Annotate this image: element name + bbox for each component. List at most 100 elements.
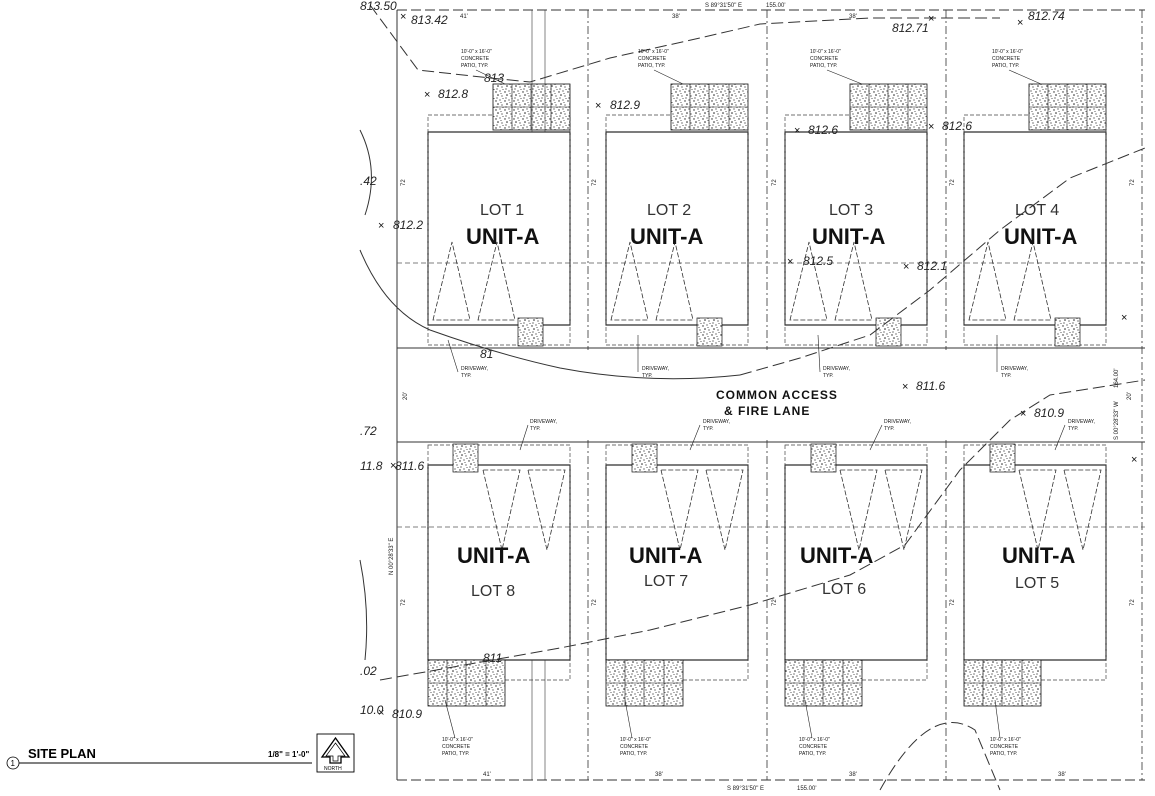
driveway-callout: DRIVEWAY,TYP. — [823, 366, 850, 379]
lot-depth: 72 — [772, 599, 778, 606]
contour-lines — [369, 4, 1146, 791]
svg-text:DRIVEWAY,: DRIVEWAY, — [703, 419, 730, 425]
svg-text:CONCRETE: CONCRETE — [461, 56, 490, 62]
elevation-label: 813 — [484, 71, 504, 85]
lot-width: 41' — [460, 14, 468, 20]
svg-text:PATIO, TYP.: PATIO, TYP. — [810, 63, 837, 69]
svg-text:10'-0" x 16'-0": 10'-0" x 16'-0" — [461, 49, 492, 55]
lot-depth: 72 — [950, 179, 956, 186]
setback-lines — [397, 262, 1145, 528]
bottom-length: 155.00' — [797, 786, 817, 792]
elevation-label: 813.42 — [411, 13, 448, 27]
svg-text:×: × — [1121, 312, 1127, 324]
svg-text:TYP.: TYP. — [530, 426, 540, 432]
elevation-label: 812.1 — [917, 259, 947, 273]
elevation-label: 811 — [483, 651, 502, 665]
unit-label: UNIT-A — [629, 543, 702, 568]
svg-text:10'-0" x 16'-0": 10'-0" x 16'-0" — [620, 737, 651, 743]
elevation-label: 812.71 — [892, 21, 929, 35]
lot-depth: 72 — [592, 179, 598, 186]
svg-text:PATIO, TYP.: PATIO, TYP. — [461, 63, 488, 69]
driveway-callout: DRIVEWAY,TYP. — [884, 419, 911, 432]
lot-depth: 72 — [401, 599, 407, 606]
lot-label: LOT 7 — [644, 573, 688, 590]
access-lane-lines — [397, 347, 1145, 443]
lot-label: LOT 8 — [471, 583, 515, 600]
svg-text:×: × — [1131, 454, 1137, 466]
svg-text:TYP.: TYP. — [884, 426, 894, 432]
svg-text:PATIO, TYP.: PATIO, TYP. — [799, 751, 826, 757]
svg-text:TYP.: TYP. — [642, 373, 652, 379]
svg-text:TYP.: TYP. — [1001, 373, 1011, 379]
svg-text:CONCRETE: CONCRETE — [442, 744, 471, 750]
svg-text:×: × — [794, 125, 800, 137]
lot-depth: 72 — [950, 599, 956, 606]
patio-callout: 10'-0" x 16'-0" CONCRETE PATIO, TYP. — [442, 737, 473, 757]
lot-label: LOT 1 — [480, 202, 524, 219]
svg-text:DRIVEWAY,: DRIVEWAY, — [884, 419, 911, 425]
svg-text:PATIO, TYP.: PATIO, TYP. — [620, 751, 647, 757]
svg-text:CONCRETE: CONCRETE — [810, 56, 839, 62]
elevation-label: .02 — [360, 664, 377, 678]
elevation-label: 812.5 — [803, 254, 833, 268]
patio-callout: 10'-0" x 16'-0" CONCRETE PATIO, TYP. — [620, 737, 651, 757]
svg-text:PATIO, TYP.: PATIO, TYP. — [990, 751, 1017, 757]
svg-text:PATIO, TYP.: PATIO, TYP. — [992, 63, 1019, 69]
svg-text:CONCRETE: CONCRETE — [990, 744, 1019, 750]
driveway-callout: DRIVEWAY,TYP. — [703, 419, 730, 432]
utility-pads — [452, 317, 1081, 473]
elevation-label: 811.6 — [395, 459, 424, 473]
unit-label: UNIT-A — [466, 224, 539, 249]
svg-text:CONCRETE: CONCRETE — [799, 744, 828, 750]
svg-text:×: × — [787, 256, 793, 268]
north-label: NORTH — [324, 766, 342, 772]
driveway-callout: DRIVEWAY,TYP. — [1001, 366, 1028, 379]
driveway-triangles — [432, 241, 1102, 551]
property-boundary — [396, 9, 1145, 781]
elevation-label: .42 — [360, 174, 377, 188]
svg-text:CONCRETE: CONCRETE — [638, 56, 667, 62]
svg-text:×: × — [1017, 17, 1023, 29]
svg-text:10'-0" x 16'-0": 10'-0" x 16'-0" — [992, 49, 1023, 55]
svg-text:×: × — [903, 261, 909, 273]
svg-text:DRIVEWAY,: DRIVEWAY, — [530, 419, 557, 425]
svg-text:×: × — [928, 13, 934, 25]
lot-label: LOT 4 — [1015, 202, 1059, 219]
elevation-label: 812.2 — [393, 218, 423, 232]
lot-width: 38' — [672, 14, 680, 20]
dimension-lines — [531, 10, 546, 780]
unit-label: UNIT-A — [1002, 543, 1075, 568]
elevation-label: 812.9 — [610, 98, 640, 112]
east-length: 164.00' — [1114, 369, 1120, 389]
elevation-label: .72 — [360, 424, 377, 438]
unit-label: UNIT-A — [812, 224, 885, 249]
leader-lines — [444, 69, 1066, 739]
spot-elevation-markers: × × × × × × × × × × × × × × × × — [378, 11, 1137, 719]
unit-label: UNIT-A — [800, 543, 873, 568]
patio-callout: 10'-0" x 16'-0" CONCRETE PATIO, TYP. — [461, 49, 492, 69]
svg-text:CONCRETE: CONCRETE — [620, 744, 649, 750]
lot-width: 38' — [655, 772, 663, 778]
elevation-label: 812.74 — [1028, 9, 1065, 23]
top-bearing: S 89°31'50" E — [705, 3, 742, 9]
lot-depth: 72 — [1130, 599, 1136, 606]
elevation-label: 813.50 — [360, 0, 397, 13]
svg-text:DRIVEWAY,: DRIVEWAY, — [642, 366, 669, 372]
svg-text:×: × — [902, 381, 908, 393]
svg-text:DRIVEWAY,: DRIVEWAY, — [461, 366, 488, 372]
svg-text:×: × — [928, 121, 934, 133]
elevation-label: 810.9 — [1034, 406, 1064, 420]
west-bearing: N 00°28'33" E — [389, 538, 395, 575]
lot-depth: 72 — [772, 179, 778, 186]
svg-text:TYP.: TYP. — [1068, 426, 1078, 432]
driveway-callout: DRIVEWAY,TYP. — [642, 366, 669, 379]
svg-text:×: × — [378, 707, 384, 719]
svg-text:CONCRETE: CONCRETE — [992, 56, 1021, 62]
access-lane-label: COMMON ACCESS — [716, 388, 838, 402]
svg-text:DRIVEWAY,: DRIVEWAY, — [1001, 366, 1028, 372]
svg-text:×: × — [595, 100, 601, 112]
svg-text:TYP.: TYP. — [461, 373, 471, 379]
lot-label: LOT 5 — [1015, 575, 1059, 592]
lane-width: 20' — [1127, 392, 1133, 400]
